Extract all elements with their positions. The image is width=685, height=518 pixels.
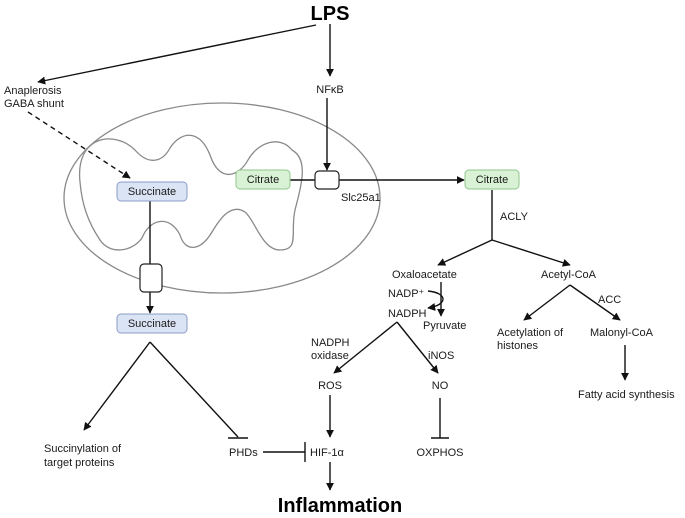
succinate-mito-box-border <box>116 181 188 202</box>
edge-acetylcoa-malonyl <box>569 284 621 321</box>
edge-succinate-succinylation <box>83 341 151 431</box>
phds-label: PHDs <box>229 447 258 459</box>
mitochondrion-cristae <box>79 134 303 251</box>
anaplerosis-label: Anaplerosis <box>4 85 62 97</box>
edge-acly-acetylcoa <box>491 239 571 267</box>
citrate-mito-box-border <box>235 169 291 190</box>
edge-nadp-nadph-curve <box>427 290 444 311</box>
mitochondrion <box>63 102 381 294</box>
citrate-cyto-box-border <box>464 169 520 190</box>
citrate-mito-label: Citrate <box>247 174 279 186</box>
succinate-carrier <box>139 263 163 293</box>
succinate-cyto-label: Succinate <box>128 318 176 330</box>
citrate-cyto-box <box>465 170 519 189</box>
hif-label: HIF-1α <box>310 447 345 459</box>
histones-label: histones <box>497 340 538 352</box>
acly-label: ACLY <box>500 211 529 223</box>
fatty-acid-label: Fatty acid synthesis <box>578 389 675 401</box>
acetyl-coa-label: Acetyl-CoA <box>541 269 597 281</box>
succinylation-label: Succinylation of <box>44 443 122 455</box>
pyruvate-label: Pyruvate <box>423 320 466 332</box>
nfkb-label: NFκB <box>316 84 344 96</box>
succinate-mito-label: Succinate <box>128 186 176 198</box>
edge-nadph-ros <box>333 321 398 374</box>
edge-lps-anaplerosis <box>37 24 317 85</box>
slc25a1-label: Slc25a1 <box>341 192 381 204</box>
succinate-cyto-box <box>117 314 187 333</box>
edge-acly-oxaloacetate <box>437 239 493 266</box>
edge-nadph-no <box>396 321 439 374</box>
inos-label: iNOS <box>428 350 454 362</box>
edge-acetylcoa-acetylation <box>523 284 571 321</box>
nadph-oxidase-label-2: oxidase <box>311 350 349 362</box>
succinate-cyto-box-border <box>116 313 188 334</box>
oxphos-label: OXPHOS <box>416 447 463 459</box>
malonyl-coa-label: Malonyl-CoA <box>590 327 654 339</box>
gaba-shunt-label: GABA shunt <box>4 98 64 110</box>
citrate-cyto-label: Citrate <box>476 174 508 186</box>
no-label: NO <box>432 380 449 392</box>
acc-label: ACC <box>598 294 621 306</box>
oxaloacetate-label: Oxaloacetate <box>392 269 457 281</box>
succinate-mito-box <box>117 182 187 201</box>
target-proteins-label: target proteins <box>44 457 115 469</box>
lps-label: LPS <box>311 3 350 25</box>
inflammation-label: Inflammation <box>278 495 402 517</box>
nadph-label: NADPH <box>388 308 427 320</box>
nadph-oxidase-label-1: NADPH <box>311 337 350 349</box>
edge-anaplerosis-succinate-dashed <box>27 111 131 179</box>
citrate-mito-box <box>236 170 290 189</box>
acetylation-label: Acetylation of <box>497 327 564 339</box>
mitochondrion-outer-membrane <box>63 102 381 294</box>
edges <box>27 24 629 491</box>
ros-label: ROS <box>318 380 342 392</box>
slc25a1-transporter <box>314 170 340 190</box>
edge-succinate-phds <box>149 341 239 438</box>
nadp-label: NADP⁺ <box>388 288 425 300</box>
